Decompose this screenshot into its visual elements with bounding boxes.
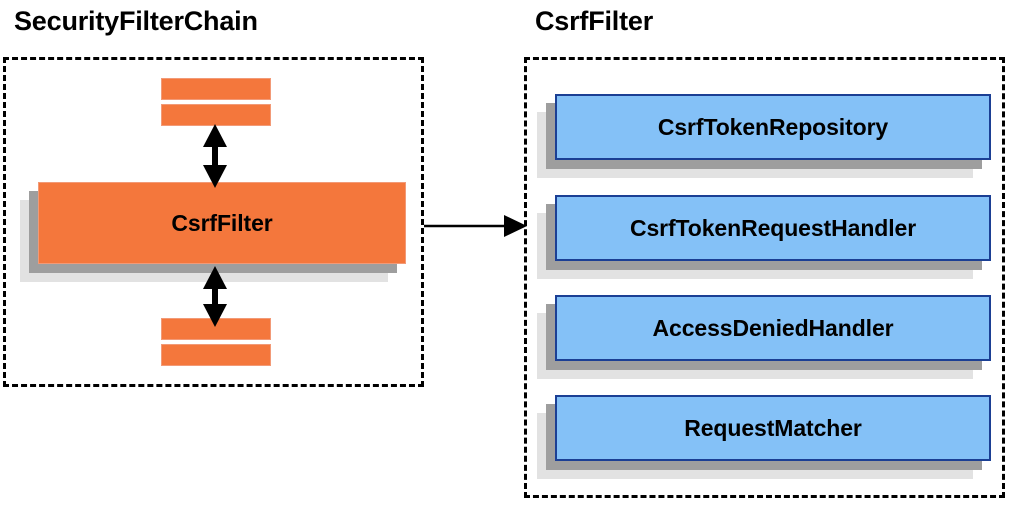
node-request-matcher[interactable]: RequestMatcher: [537, 395, 991, 479]
filter-bar-above-2: [161, 104, 271, 126]
node-label: CsrfFilter: [171, 209, 273, 236]
expands-into-arrow: [424, 215, 527, 237]
node-face[interactable]: RequestMatcher: [555, 395, 991, 461]
node-access-denied-handler[interactable]: AccessDeniedHandler: [537, 295, 991, 379]
node-csrf-token-request-handler[interactable]: CsrfTokenRequestHandler: [537, 195, 991, 279]
node-label: RequestMatcher: [684, 414, 862, 441]
filter-bar-below-1: [161, 318, 271, 340]
node-label: CsrfTokenRepository: [657, 113, 889, 140]
node-csrf-token-repository[interactable]: CsrfTokenRepository: [537, 94, 991, 178]
node-face[interactable]: CsrfTokenRepository: [555, 94, 991, 160]
node-label: AccessDeniedHandler: [652, 314, 894, 341]
filter-bar-above-1: [161, 78, 271, 100]
csrf-filter-group: [524, 57, 1005, 498]
node-csrf-filter[interactable]: CsrfFilter: [20, 182, 406, 282]
right-panel-title: CsrfFilter: [535, 6, 654, 36]
filter-bar-below-2: [161, 344, 271, 366]
node-label: CsrfTokenRequestHandler: [629, 214, 917, 241]
node-face[interactable]: CsrfTokenRequestHandler: [555, 195, 991, 261]
security-filter-chain-group: [3, 57, 424, 387]
node-face[interactable]: CsrfFilter: [38, 182, 406, 264]
left-panel-title: SecurityFilterChain: [14, 6, 258, 36]
node-face[interactable]: AccessDeniedHandler: [555, 295, 991, 361]
